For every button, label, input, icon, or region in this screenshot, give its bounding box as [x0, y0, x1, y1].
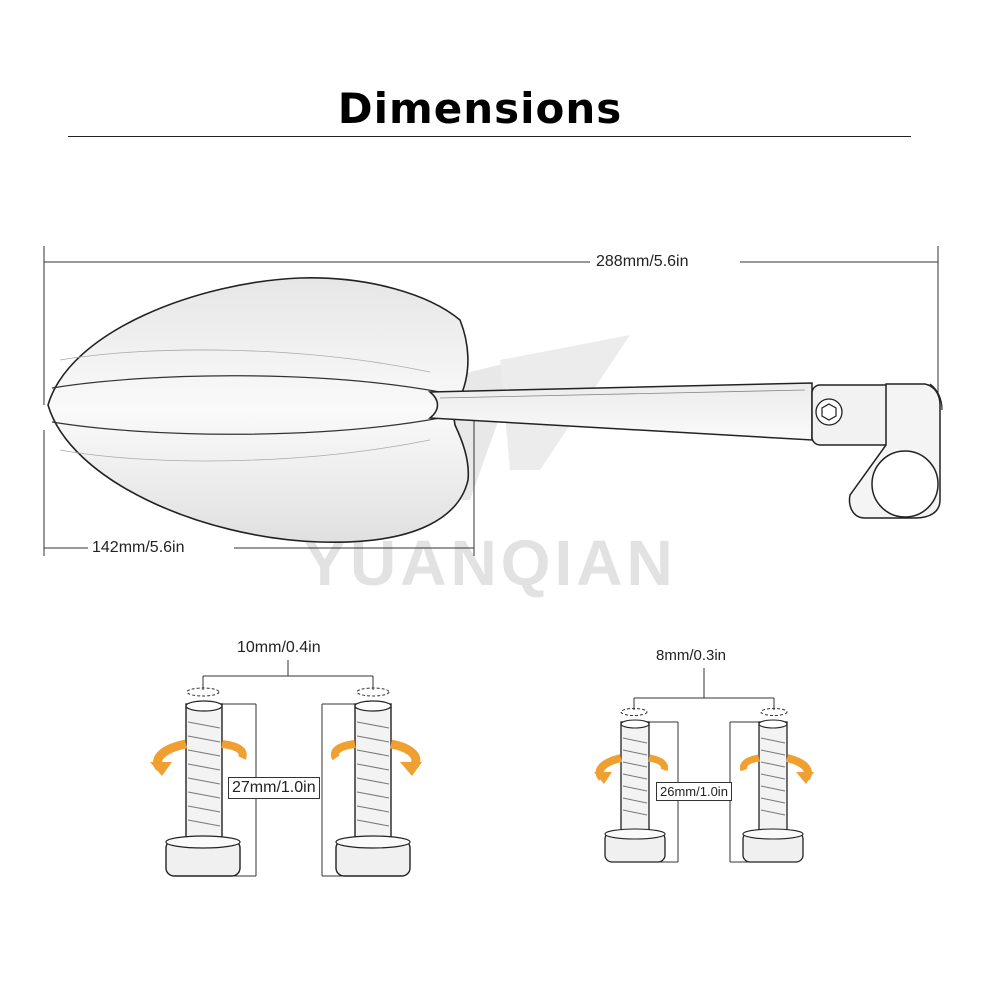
bolt-1	[165, 700, 241, 877]
bolt-left-length-label: 27mm/1.0in	[228, 777, 320, 799]
rotate-arrow-icon	[150, 739, 247, 776]
bolt-left-diameter-label: 10mm/0.4in	[237, 639, 321, 656]
rotate-arrow-icon	[330, 739, 422, 776]
bolt-4	[742, 719, 804, 863]
title-underline	[68, 136, 911, 137]
head-length-dimension	[43, 410, 475, 556]
mirror-head	[47, 277, 470, 543]
bolt-left-diameter-dimension	[186, 660, 390, 697]
rotate-arrow-icon	[594, 754, 668, 784]
head-length-label: 142mm/5.6in	[88, 540, 189, 556]
page-title: Dimensions	[337, 84, 623, 133]
bolt-right-diameter-label: 8mm/0.3in	[656, 647, 727, 664]
mount-block	[811, 383, 943, 519]
bolt-3	[604, 719, 666, 863]
total-length-dimension	[43, 246, 939, 405]
total-length-label: 288mm/5.6in	[592, 254, 693, 270]
bolt-right-diameter-dimension	[620, 668, 788, 716]
rotate-arrow-icon	[740, 754, 814, 784]
bolt-2	[335, 700, 411, 877]
mirror-arm	[427, 382, 813, 441]
bolt-right-length-label: 26mm/1.0in	[656, 782, 732, 801]
